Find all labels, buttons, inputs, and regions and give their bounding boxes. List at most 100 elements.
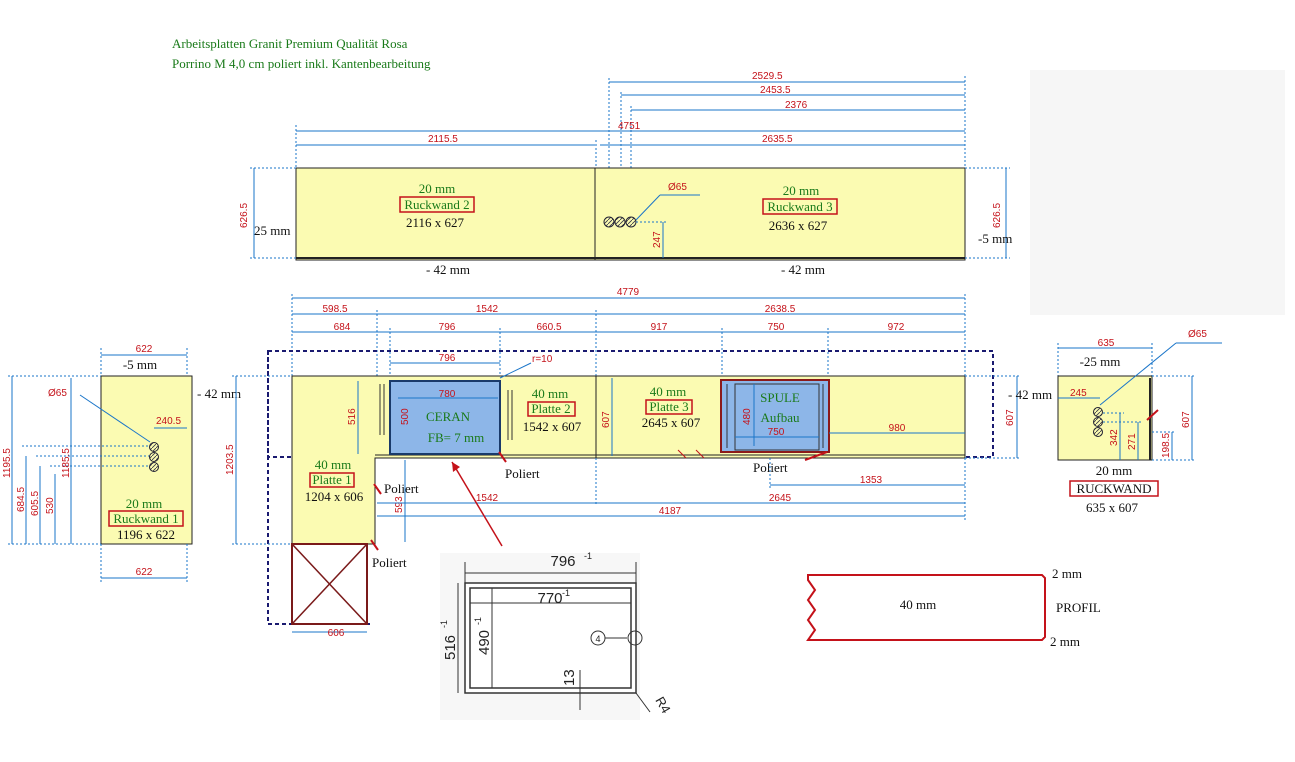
sink-dim-13: 13 [561,669,578,686]
sink-outer-height: 516 [442,635,459,660]
rw3-size: 2636 x 627 [769,218,828,233]
dim-2635: 2635.5 [762,134,793,145]
left-vert-605: 605.5 [30,491,41,516]
dim-4751: 4751 [618,121,641,132]
sink-inner-height: 490 [476,630,493,655]
rw2-bottom-offset: - 42 mm [426,262,470,277]
left-vert-684: 684.5 [16,487,27,512]
right-dim-245: 245 [1070,388,1087,399]
countertop-group: 4779 598.5 1542 2638.5 684 796 660.5 917… [225,287,1021,639]
ruckwand-2-panel [295,167,596,261]
right-offset-left: - 42 mm [1008,387,1052,402]
rw-right-size: 635 x 607 [1086,500,1139,515]
right-panel-group: 635 -25 mm - 42 mm Ø65 245 342 271 198.5… [1008,329,1222,515]
dim-660: 660.5 [536,322,561,333]
title-line-2: Porrino M 4,0 cm poliert inkl. Kantenbea… [172,56,431,71]
sink-radius: R4 [652,694,673,716]
profil-thickness: 40 mm [900,597,936,612]
dim-796-ceran: 796 [439,353,456,364]
poliert-label: Poliert [505,466,540,481]
title-line-1: Arbeitsplatten Granit Premium Qualität R… [172,36,408,51]
p2-size: 1542 x 607 [523,419,582,434]
dim-607-right: 607 [1005,409,1016,426]
p3-thickness: 40 mm [650,384,686,399]
dim-516: 516 [347,408,358,425]
dim-780: 780 [439,389,456,400]
rw3-thickness: 20 mm [783,183,819,198]
dim-626-right: 626.5 [992,203,1003,228]
left-dim-240: 240.5 [156,416,181,427]
sink-inner-width-sup: -1 [562,588,570,598]
ceran-fb: FB= 7 mm [428,430,484,445]
rw2-size: 2116 x 627 [406,215,465,230]
dim-1542-bottom: 1542 [476,493,499,504]
profil-shape [806,574,1046,641]
dim-2453: 2453.5 [760,85,791,96]
poliert-label: Poliert [753,460,788,475]
dim-1203: 1203.5 [225,444,236,475]
dim-4187: 4187 [659,506,682,517]
profil-top: 2 mm [1052,566,1082,581]
right-vert-607: 607 [1181,411,1192,428]
sink-detail-group: 796 -1 770 -1 516 -1 490 -1 13 4 R4 [439,551,674,720]
p2-thickness: 40 mm [532,386,568,401]
socket-hole [1093,427,1103,437]
sink-outer-width-sup: -1 [584,551,592,561]
socket-hole [603,216,615,228]
ceran-label: CERAN [426,409,471,424]
right-vert-198: 198.5 [1161,433,1172,458]
sink-outer-width: 796 [550,553,575,570]
faded-watermark [1030,70,1285,315]
socket-hole [625,216,637,228]
p1-name: Platte 1 [312,472,351,487]
rw2-thickness: 20 mm [419,181,455,196]
dim-4779: 4779 [617,287,640,298]
dim-972: 972 [888,322,905,333]
dim-980: 980 [889,423,906,434]
left-vert-1185: 1185.5 [61,448,72,478]
radius-r10: r=10 [532,354,553,365]
ruckwand-right-panel [1057,375,1153,461]
dim-2645: 2645 [769,493,792,504]
hole-diameter: Ø65 [668,182,687,193]
dim-247: 247 [652,231,663,248]
left-hole-diameter: Ø65 [48,388,67,399]
left-offset-right: - 42 mm [197,386,241,401]
dim-2115: 2115.5 [428,134,458,145]
dim-917: 917 [651,322,668,333]
offset-25mm: 25 mm [254,223,290,238]
dim-2638: 2638.5 [765,304,796,315]
socket-hole [1093,417,1103,427]
right-vert-271: 271 [1127,433,1138,450]
sink-outer-outline [464,582,637,694]
sink-marker: 4 [595,634,600,644]
dim-684: 684 [334,322,351,333]
poliert-label: Poliert [384,481,419,496]
left-bottom-width: 622 [136,567,153,578]
ruckwand-1-panel [100,375,193,545]
sink-inner-width: 770 [537,590,562,607]
right-hole-diameter: Ø65 [1188,329,1207,340]
backsplash-group: 2529.5 2453.5 2376 4751 2115.5 2635.5 62… [239,71,1012,277]
p2-name: Platte 2 [531,401,570,416]
p3-name: Platte 3 [649,399,688,414]
right-width: 635 [1098,338,1115,349]
left-panel-group: 622 -5 mm - 42 mm 1195.5 684.5 605.5 530… [2,344,241,584]
p1-size: 1204 x 606 [305,489,364,504]
profil-group: 40 mm 2 mm PROFIL 2 mm [806,566,1101,649]
profil-bottom: 2 mm [1050,634,1080,649]
socket-hole [614,216,626,228]
dim-796-top: 796 [439,322,456,333]
dim-1542-top: 1542 [476,304,499,315]
dim-606: 606 [328,628,345,639]
p1-thickness: 40 mm [315,457,351,472]
ceran-cooktop [389,380,501,455]
rw2-name: Ruckwand 2 [404,197,469,212]
rw3-name: Ruckwand 3 [767,199,832,214]
dim-598: 598.5 [322,304,347,315]
sink-inner-height-sup: -1 [473,617,483,625]
left-offset-top: -5 mm [123,357,157,372]
rw1-name: Ruckwand 1 [113,511,178,526]
dim-750-top: 750 [768,322,785,333]
